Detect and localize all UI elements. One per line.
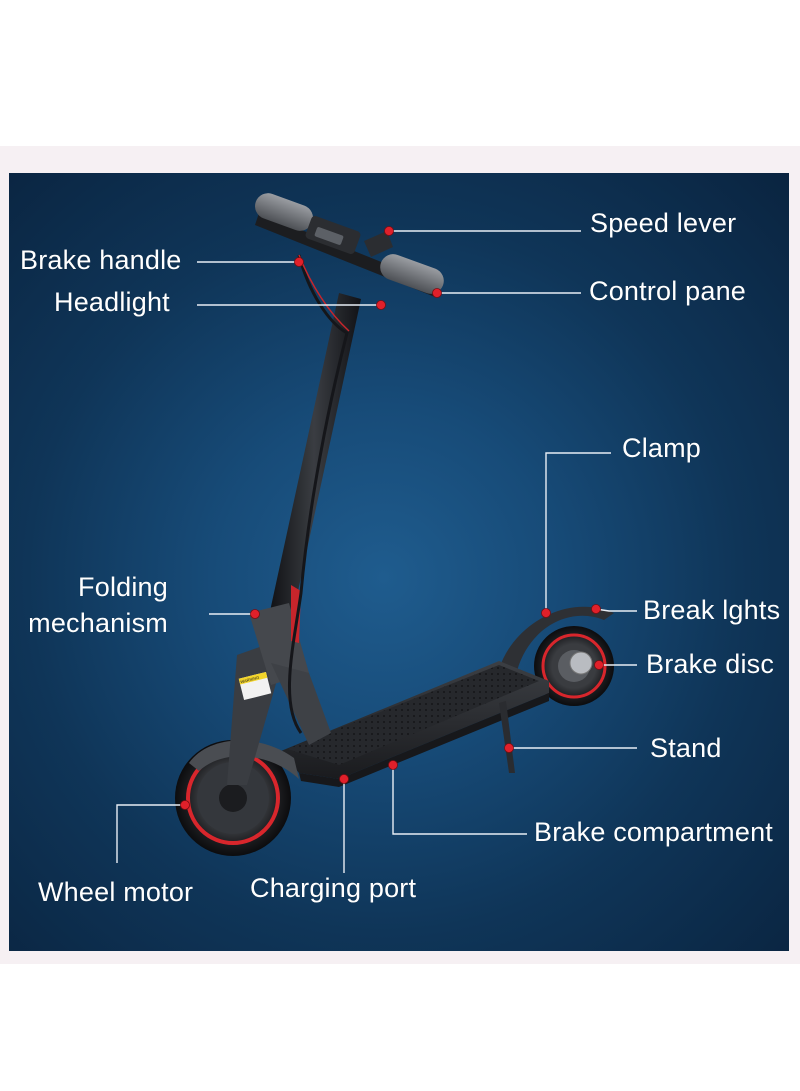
brake-cable [287,254,349,734]
rear-wheel [534,626,614,706]
callout-line-brake-compartment [392,765,527,835]
callout-dot-clamp [541,608,551,618]
stem [267,293,361,633]
callout-dot-speed-lever [384,226,394,236]
callout-dot-stand [504,743,514,753]
callout-line-clamp [545,452,611,613]
svg-text:WARNING: WARNING [240,675,260,684]
callout-dot-break-lights [591,604,601,614]
label-folding-line1: Folding [78,572,168,602]
callout-dot-brake-handle [294,257,304,267]
rear-fender [499,606,614,671]
label-clamp: Clamp [622,433,702,463]
callout-dot-headlight [376,300,386,310]
callout-dots [180,226,604,810]
front-wheel [175,740,291,856]
callout-dot-wheel-motor [180,800,190,810]
callout-line-wheel-motor [116,804,185,863]
label-brake-compartment: Brake compartment [534,817,773,847]
label-brake-disc: Brake disc [646,649,775,679]
label-brake-handle: Brake handle [20,245,182,275]
label-stand: Stand [650,733,722,763]
stem-base [271,663,331,745]
diagram-panel: WARNING [9,173,789,951]
handlebar [255,193,444,297]
scooter-illustration: WARNING [116,193,637,873]
label-wheel-motor: Wheel motor [38,877,194,907]
callout-dot-brake-disc [594,660,604,670]
warning-sticker: WARNING [238,671,272,701]
label-control-pane: Control pane [589,276,747,306]
label-headlight: Headlight [54,287,170,317]
deck [281,661,549,787]
callout-dot-charging-port [339,774,349,784]
callout-dot-folding [250,609,260,619]
front-fender [189,740,299,779]
label-break-lights: Break lghts [643,595,781,625]
label-speed-lever: Speed lever [590,208,737,238]
callout-dot-control-pane [432,288,442,298]
callout-dot-brake-compartment [388,760,398,770]
label-folding-line2: mechanism [28,608,168,638]
label-charging-port: Charging port [250,873,417,903]
folding-latch [291,585,301,643]
kickstand [499,701,515,773]
